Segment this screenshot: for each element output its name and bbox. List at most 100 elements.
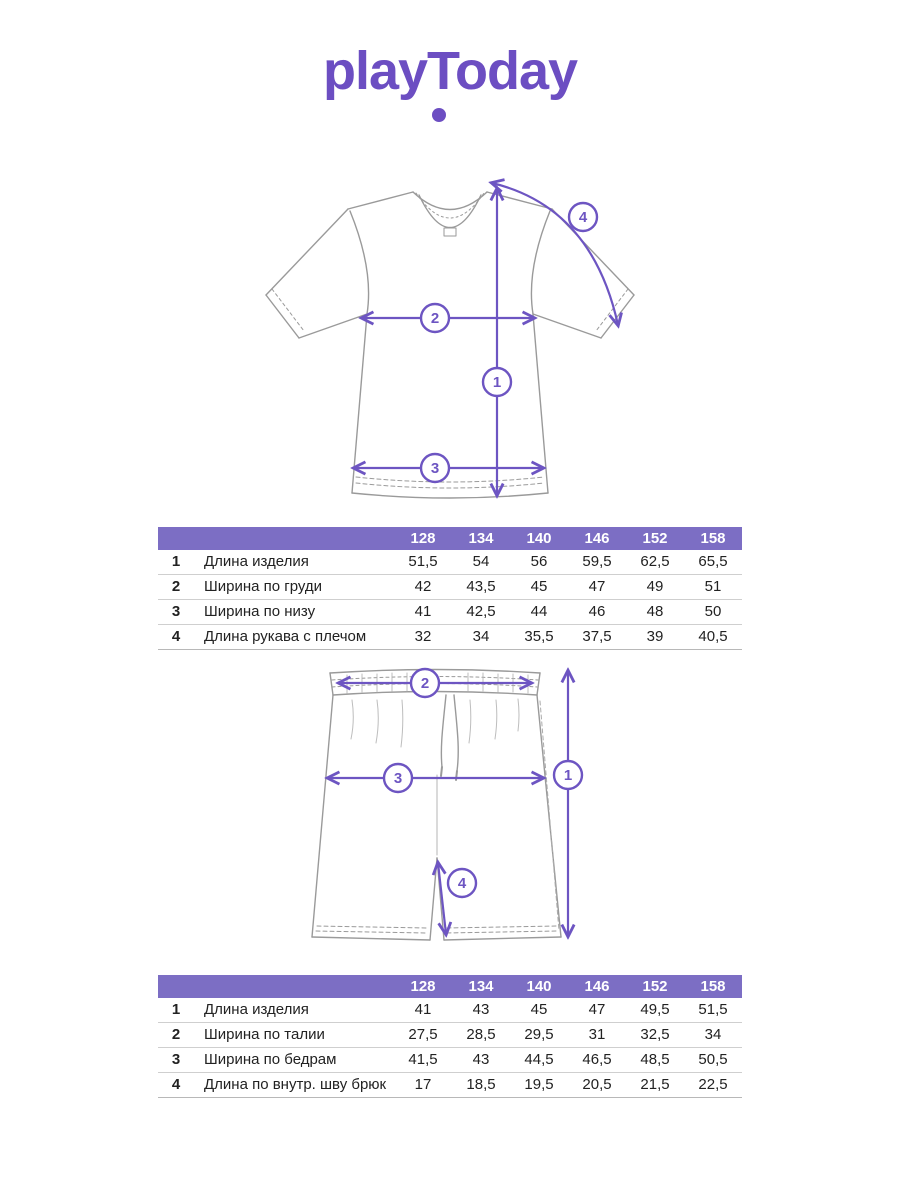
table-row: 4 Длина рукава с плечом 32 34 35,5 37,5 … [158,625,742,650]
value-cell: 48 [646,603,664,620]
row-number: 3 [171,1051,181,1068]
value-cell: 59,5 [582,553,612,570]
shorts-outline [311,668,562,941]
value-cell: 46,5 [582,1051,612,1068]
value-cell: 41 [414,1001,432,1018]
value-cell: 34 [704,1026,722,1043]
value-cell: 65,5 [698,553,728,570]
value-cell: 50,5 [698,1051,728,1068]
svg-text:3: 3 [394,770,402,787]
size-header: 134 [468,530,494,547]
svg-text:1: 1 [564,767,572,784]
svg-text:4: 4 [579,209,588,226]
tshirt-marker-4: 4 [567,201,599,233]
value-cell: 42,5 [466,603,496,620]
value-cell: 18,5 [466,1076,496,1093]
size-header: 152 [642,530,668,547]
value-cell: 20,5 [582,1076,612,1093]
row-number: 1 [171,1001,181,1018]
row-number: 4 [171,1076,181,1093]
shorts-size-table: 128 134 140 146 152 158 1 Длина изделия … [158,975,742,1098]
tshirt-marker-2: 2 [419,302,451,334]
svg-text:2: 2 [431,310,439,327]
row-label: Ширина по бедрам [204,1051,337,1068]
value-cell: 47 [588,578,606,595]
size-header: 140 [526,978,552,995]
size-header: 158 [700,978,726,995]
value-cell: 51,5 [408,553,438,570]
row-number: 2 [171,578,181,595]
table-row: 4 Длина по внутр. шву брюк 17 18,5 19,5 … [158,1073,742,1098]
tshirt-drawing: 2 1 3 4 [265,165,635,499]
value-cell: 44,5 [524,1051,554,1068]
header-corner [158,975,394,998]
shorts-marker-3: 3 [382,762,414,794]
tshirt-marker-1: 1 [481,366,513,398]
row-number: 2 [171,1026,181,1043]
value-cell: 35,5 [524,628,554,645]
table-row: 3 Ширина по бедрам 41,5 43 44,5 46,5 48,… [158,1048,742,1073]
header-corner [158,527,394,550]
row-label: Ширина по низу [204,603,316,620]
value-cell: 56 [530,553,548,570]
shorts-marker-2: 2 [409,667,441,699]
value-cell: 19,5 [524,1076,554,1093]
value-cell: 43 [472,1001,490,1018]
value-cell: 32 [414,628,432,645]
sleeve-length-arrow [492,183,618,325]
row-label: Длина изделия [204,553,309,570]
row-label: Длина по внутр. шву брюк [204,1076,387,1093]
value-cell: 44 [530,603,548,620]
value-cell: 41 [414,603,432,620]
row-label: Длина изделия [204,1001,309,1018]
value-cell: 50 [704,603,722,620]
value-cell: 29,5 [524,1026,554,1043]
tshirt-size-table: 128 134 140 146 152 158 1 Длина изделия … [158,527,742,650]
value-cell: 47 [588,1001,606,1018]
value-cell: 43,5 [466,578,496,595]
value-cell: 42 [414,578,432,595]
table-row: 1 Длина изделия 51,5 54 56 59,5 62,5 65,… [158,550,742,575]
value-cell: 39 [646,628,664,645]
shorts-marker-1: 1 [552,759,584,791]
value-cell: 43 [472,1051,490,1068]
value-cell: 45 [530,578,548,595]
value-cell: 49,5 [640,1001,670,1018]
table-row: 2 Ширина по талии 27,5 28,5 29,5 31 32,5… [158,1023,742,1048]
size-header: 134 [468,978,494,995]
svg-text:2: 2 [421,675,429,692]
value-cell: 51 [704,578,722,595]
value-cell: 62,5 [640,553,670,570]
value-cell: 45 [530,1001,548,1018]
value-cell: 48,5 [640,1051,670,1068]
shorts-drawing: 2 3 1 4 [311,655,584,941]
value-cell: 31 [588,1026,606,1043]
size-header: 128 [410,530,436,547]
value-cell: 54 [472,553,490,570]
size-header: 128 [410,978,436,995]
value-cell: 27,5 [408,1026,438,1043]
value-cell: 49 [646,578,664,595]
logo-dot-icon [432,108,446,122]
table-row: 2 Ширина по груди 42 43,5 45 47 49 51 [158,575,742,600]
brand-logo: playToday [0,44,900,122]
row-label: Ширина по груди [204,578,323,595]
size-header: 152 [642,978,668,995]
value-cell: 46 [588,603,606,620]
tshirt-marker-3: 3 [419,452,451,484]
size-header: 146 [584,978,610,995]
value-cell: 28,5 [466,1026,496,1043]
size-header: 146 [584,530,610,547]
row-label: Длина рукава с плечом [204,628,367,645]
svg-text:3: 3 [431,460,439,477]
shorts-measure-arrows [328,671,568,936]
value-cell: 40,5 [698,628,728,645]
value-cell: 22,5 [698,1076,728,1093]
size-header: 140 [526,530,552,547]
row-number: 4 [171,628,181,645]
size-table-header: 128 134 140 146 152 158 [158,527,742,550]
value-cell: 34 [472,628,490,645]
value-cell: 41,5 [408,1051,438,1068]
shorts-marker-4: 4 [446,867,478,899]
